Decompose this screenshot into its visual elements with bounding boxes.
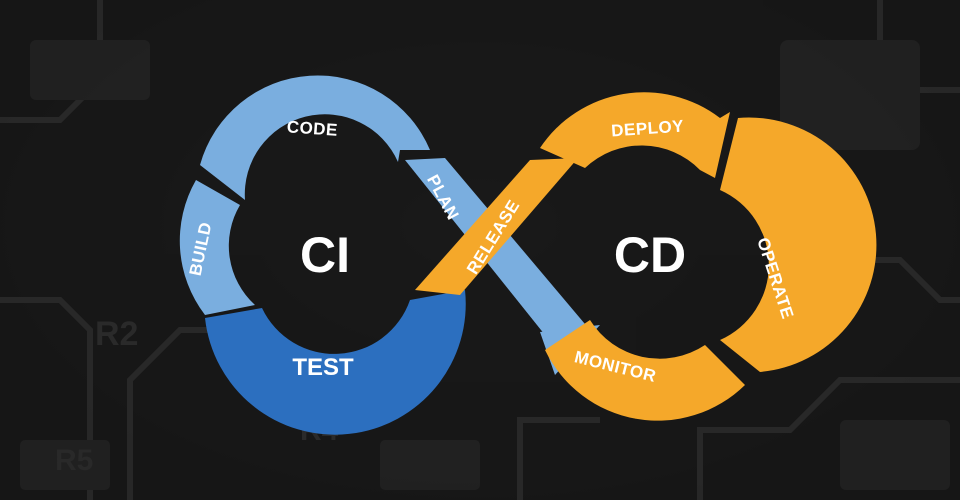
- stage-label-code: CODE: [286, 117, 338, 140]
- ci-label: CI: [300, 227, 350, 283]
- operate-segment: [720, 117, 877, 373]
- pcb-marking-r2: R2: [95, 315, 138, 353]
- stage-label-test: TEST: [292, 354, 354, 381]
- release-segment: [415, 158, 578, 295]
- cd-label: CD: [614, 227, 686, 283]
- build-segment: [179, 180, 255, 315]
- pcb-marking-r5: R5: [55, 444, 93, 477]
- test-segment: [205, 290, 466, 435]
- cd-loop: [415, 92, 877, 421]
- code-segment: [200, 75, 430, 200]
- monitor-segment: [545, 320, 745, 421]
- deploy-segment: [540, 92, 730, 178]
